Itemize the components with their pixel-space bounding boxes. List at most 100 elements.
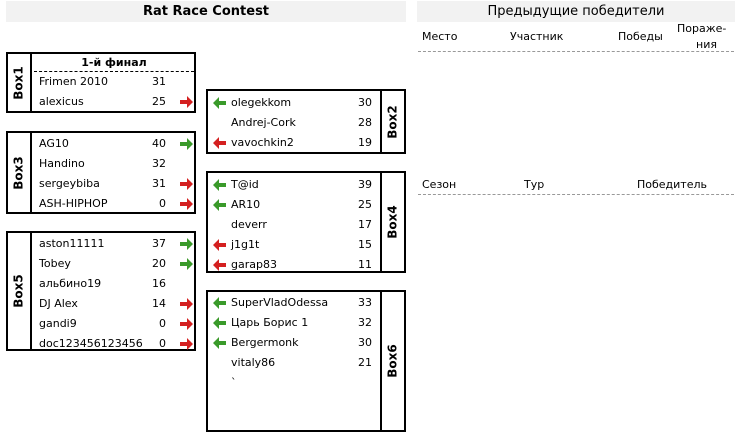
- participant-score: 25: [152, 95, 166, 108]
- participant-score: 0: [159, 317, 166, 330]
- participant-score: 21: [358, 356, 372, 369]
- previous-winners-title: Предыдущие победители: [417, 1, 735, 22]
- col-season: Сезон: [422, 178, 457, 191]
- participant-name: aston11111: [39, 237, 105, 250]
- participant-score: 30: [358, 96, 372, 109]
- participant-score: 31: [152, 75, 166, 88]
- participant-name: doc123456123456: [39, 337, 143, 350]
- col-wins: Победы: [618, 30, 663, 43]
- participant-score: 33: [358, 296, 372, 309]
- red-right-arrow-icon: [180, 178, 194, 190]
- box1: Box1 1-й финал Frimen 2010 31 alexicus 25: [6, 52, 196, 113]
- green-left-arrow-icon: [213, 199, 227, 211]
- participant-score: 37: [152, 237, 166, 250]
- participant-name: Bergermonk: [231, 336, 299, 349]
- previous-winners-title-text: Предыдущие победители: [487, 4, 665, 19]
- green-left-arrow-icon: [213, 317, 227, 329]
- box3-row: sergeybiba 31: [8, 174, 194, 194]
- participant-name: alexicus: [39, 95, 84, 108]
- box2-row: olegekkom 30: [208, 93, 404, 113]
- green-left-arrow-icon: [213, 337, 227, 349]
- participant-score: 11: [358, 258, 372, 271]
- participant-name: Tobey: [39, 257, 71, 270]
- box5-row: Tobey 20: [8, 254, 194, 274]
- col-losses-1: Пораже-: [677, 22, 727, 35]
- box1-label: Box1: [8, 54, 32, 111]
- participant-score: 17: [358, 218, 372, 231]
- participant-name: T@id: [231, 178, 259, 191]
- prev-header-divider: [418, 51, 734, 52]
- box4-row: AR10 25: [208, 195, 404, 215]
- red-left-arrow-icon: [213, 239, 227, 251]
- participant-name: DJ Alex: [39, 297, 78, 310]
- participant-name: olegekkom: [231, 96, 292, 109]
- green-left-arrow-icon: [213, 297, 227, 309]
- green-right-arrow-icon: [180, 238, 194, 250]
- box6-row: vitaly86 21: [208, 353, 404, 373]
- box6-label: Box6: [380, 292, 404, 430]
- box1-subhead: 1-й финал: [34, 55, 194, 72]
- box6-row: Bergermonk 30: [208, 333, 404, 353]
- box4-row: garap83 11: [208, 255, 404, 275]
- participant-name: j1g1t: [231, 238, 260, 251]
- participant-score: 30: [358, 336, 372, 349]
- participant-score: 15: [358, 238, 372, 251]
- participant-score: 19: [358, 136, 372, 149]
- participant-name: AR10: [231, 198, 261, 211]
- participant-name: Handino: [39, 157, 85, 170]
- red-right-arrow-icon: [180, 298, 194, 310]
- participant-name: Frimen 2010: [39, 75, 109, 88]
- participant-name: garap83: [231, 258, 277, 271]
- green-right-arrow-icon: [180, 138, 194, 150]
- green-left-arrow-icon: [213, 179, 227, 191]
- col-round: Тур: [524, 178, 545, 191]
- participant-score: 32: [358, 316, 372, 329]
- season-header-divider: [418, 194, 734, 195]
- participant-name: vitaly86: [231, 356, 276, 369]
- box4-row: T@id 39: [208, 175, 404, 195]
- box1-row: Frimen 2010 31: [8, 72, 194, 92]
- box6-row: `: [208, 373, 404, 393]
- contest-title: Rat Race Contest: [6, 1, 406, 22]
- participant-name: Andrej-Cork: [231, 116, 296, 129]
- participant-score: 25: [358, 198, 372, 211]
- red-right-arrow-icon: [180, 338, 194, 350]
- contest-title-text: Rat Race Contest: [142, 4, 270, 19]
- box2-label: Box2: [380, 91, 404, 152]
- red-left-arrow-icon: [213, 259, 227, 271]
- participant-name: альбино19: [39, 277, 102, 290]
- box4-label: Box4: [380, 173, 404, 271]
- box3-label: Box3: [8, 133, 32, 212]
- participant-score: 20: [152, 257, 166, 270]
- participant-score: 0: [159, 197, 166, 210]
- col-place: Место: [422, 30, 458, 43]
- participant-name: sergeybiba: [39, 177, 100, 190]
- col-losses-2: ния: [696, 38, 717, 51]
- box5-label: Box5: [8, 233, 32, 349]
- box1-row: alexicus 25: [8, 92, 194, 112]
- green-right-arrow-icon: [180, 258, 194, 270]
- red-left-arrow-icon: [213, 137, 227, 149]
- green-left-arrow-icon: [213, 97, 227, 109]
- participant-name: `: [231, 376, 237, 389]
- participant-score: 40: [152, 137, 166, 150]
- participant-score: 16: [152, 277, 166, 290]
- participant-score: 39: [358, 178, 372, 191]
- box4-row: j1g1t 15: [208, 235, 404, 255]
- participant-score: 31: [152, 177, 166, 190]
